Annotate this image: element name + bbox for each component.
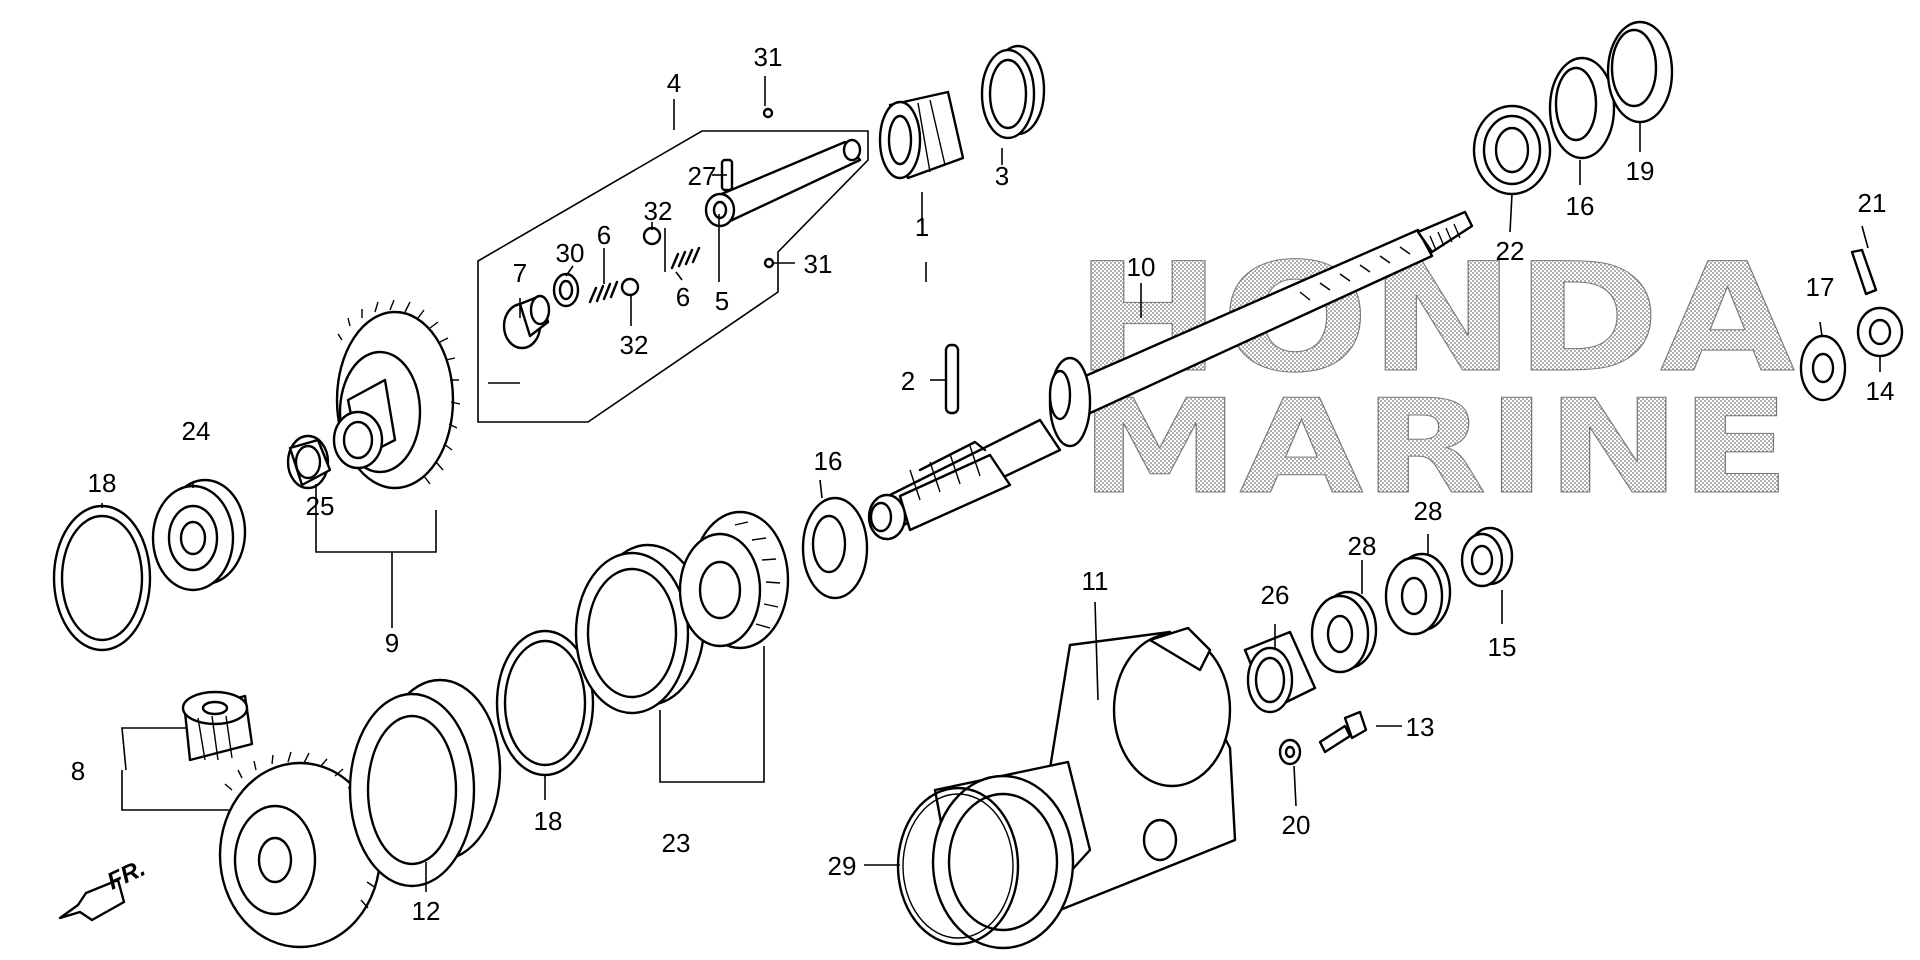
ball-32b xyxy=(642,226,662,246)
callout-24: 24 xyxy=(182,416,211,446)
ring-30 xyxy=(552,272,580,308)
oil-seal-28b xyxy=(1384,552,1452,636)
watermark-line1: HONDA xyxy=(1075,232,1795,406)
ball-31b xyxy=(763,257,775,269)
callout-7: 7 xyxy=(513,258,527,288)
callout-32b: 32 xyxy=(620,330,649,360)
callout-8: 8 xyxy=(71,756,85,786)
callout-18b: 18 xyxy=(534,806,563,836)
callout-4: 4 xyxy=(667,68,681,98)
callout-14: 14 xyxy=(1866,376,1895,406)
callout-30: 30 xyxy=(556,238,585,268)
callout-1: 1 xyxy=(915,212,929,242)
bolt-13 xyxy=(1318,710,1368,754)
spring-6b xyxy=(670,246,701,270)
o-ring-29 xyxy=(896,786,1020,946)
shim-washer xyxy=(1606,20,1674,124)
needle-bearing-25 xyxy=(286,434,332,490)
dog-clutch xyxy=(878,90,965,180)
callout-20: 20 xyxy=(1282,810,1311,840)
callout-28a: 28 xyxy=(1348,531,1377,561)
pinion-gear xyxy=(181,690,254,762)
watermark-line2: MARINE xyxy=(1080,371,1790,523)
callout-6b: 6 xyxy=(676,282,690,312)
callout-31a: 31 xyxy=(754,42,783,72)
callout-12: 12 xyxy=(412,896,441,926)
honda-marine-watermark: HONDA MARINE xyxy=(1075,232,1796,524)
callout-15: 15 xyxy=(1488,632,1517,662)
callout-21: 21 xyxy=(1858,188,1887,218)
snap-ring-18a xyxy=(52,504,152,652)
spacer-15 xyxy=(1460,526,1514,588)
callout-18a: 18 xyxy=(88,468,117,498)
callout-16b: 16 xyxy=(1566,191,1595,221)
callout-31b: 31 xyxy=(804,249,833,279)
callout-32a: 32 xyxy=(644,196,673,226)
clutch-ring xyxy=(980,44,1046,140)
washer-20 xyxy=(1278,738,1302,766)
cotter-pin xyxy=(1850,248,1878,296)
callout-2: 2 xyxy=(901,366,915,396)
callout-16a: 16 xyxy=(814,446,843,476)
ball-31a xyxy=(762,107,774,119)
front-direction-arrow: FR. xyxy=(58,855,150,922)
forward-gear xyxy=(218,751,382,949)
callout-9: 9 xyxy=(385,628,399,658)
callout-29: 29 xyxy=(828,851,857,881)
taper-roller-bearing xyxy=(678,510,790,650)
plunger-7 xyxy=(502,294,551,350)
oil-seal-28a xyxy=(1310,590,1378,674)
bearing-race xyxy=(574,543,706,715)
ball-32a xyxy=(620,277,640,297)
shift-slider xyxy=(704,138,862,228)
callout-10: 10 xyxy=(1127,252,1156,282)
bearing-carrier-housing xyxy=(931,626,1237,950)
callout-3: 3 xyxy=(995,161,1009,191)
leader-lines xyxy=(101,76,1881,892)
thrust-washer xyxy=(1548,56,1616,160)
needle-bearing-26 xyxy=(1243,630,1317,714)
callout-17: 17 xyxy=(1806,272,1835,302)
callout-6a: 6 xyxy=(597,220,611,250)
callout-5: 5 xyxy=(715,286,729,316)
callout-26: 26 xyxy=(1261,580,1290,610)
bearing-holder xyxy=(348,678,502,888)
callout-27: 27 xyxy=(688,161,717,191)
callout-labels: 1 2 3 4 5 6 6 7 8 9 10 11 12 13 14 15 16… xyxy=(71,42,1895,926)
washer-17 xyxy=(1799,334,1847,402)
callout-22: 22 xyxy=(1496,236,1525,266)
shift-assembly-bracket xyxy=(477,130,869,423)
castle-nut xyxy=(1856,306,1904,358)
ball-bearing-24 xyxy=(151,478,247,592)
callout-11: 11 xyxy=(1082,566,1109,596)
spring-6a xyxy=(588,280,619,304)
callout-25: 25 xyxy=(306,491,335,521)
propeller-shaft xyxy=(867,210,1474,541)
callout-13: 13 xyxy=(1406,712,1435,742)
callout-28b: 28 xyxy=(1414,496,1443,526)
callout-23: 23 xyxy=(662,828,691,858)
pin-2 xyxy=(944,343,960,415)
thrust-bearing xyxy=(1472,104,1552,196)
callout-19: 19 xyxy=(1626,156,1655,186)
reverse-gear xyxy=(332,299,461,490)
washer-16b xyxy=(801,496,869,600)
